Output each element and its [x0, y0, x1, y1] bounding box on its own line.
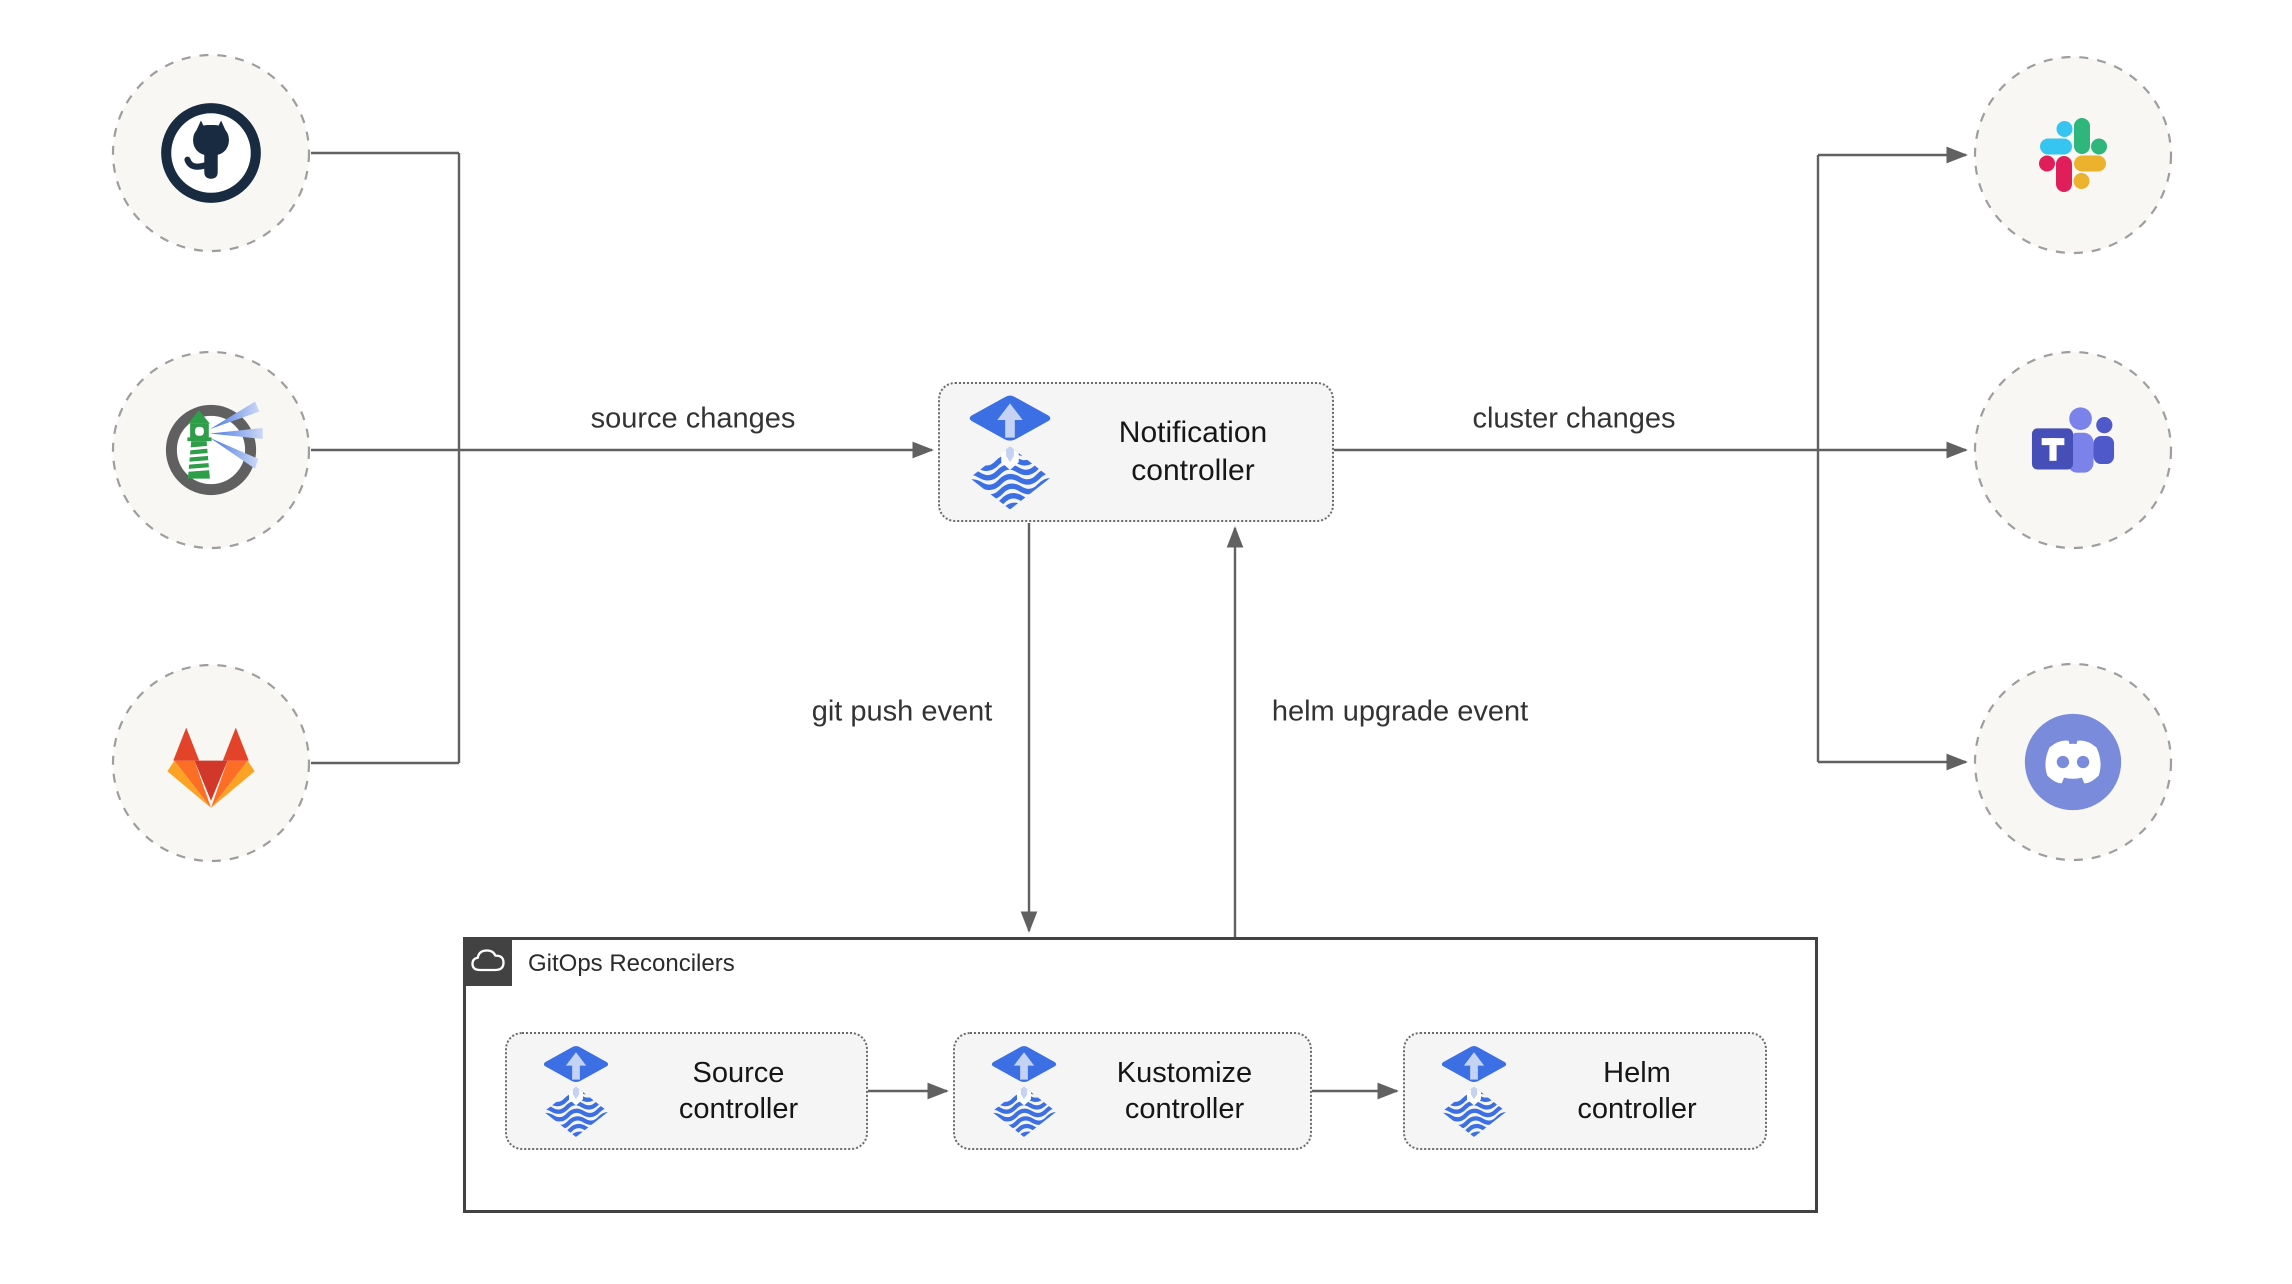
edge-label-helm-upgrade-event: helm upgrade event	[1271, 695, 1529, 728]
edge-label-git-push-event: git push event	[811, 695, 993, 728]
discord-icon	[2024, 713, 2122, 811]
flux-icon	[966, 392, 1054, 513]
source-controller-label: Source controller	[678, 1057, 799, 1125]
notification-controller-box: Notification controller	[938, 382, 1334, 522]
helm-controller-label: Helm controller	[1577, 1057, 1697, 1125]
node-github	[111, 53, 311, 253]
helm-controller-box: Helm controller	[1403, 1032, 1767, 1150]
node-discord	[1973, 662, 2173, 862]
gitops-reconcilers-group: GitOps Reconcilers	[463, 937, 1818, 1213]
ms-teams-icon	[2031, 407, 2115, 473]
cloud-icon	[470, 948, 505, 971]
kustomize-controller-box: Kustomize controller	[953, 1032, 1312, 1150]
edge-label-source-changes: source changes	[590, 402, 796, 435]
edge-label-cluster-changes: cluster changes	[1472, 402, 1676, 435]
gitlab-icon	[167, 727, 255, 808]
source-controller-box: Source controller	[505, 1032, 868, 1150]
gitops-group-title: GitOps Reconcilers	[528, 950, 735, 977]
node-ms-teams	[1973, 350, 2173, 550]
slack-icon	[2039, 118, 2107, 192]
node-gitlab	[111, 663, 311, 863]
flux-icon	[1439, 1043, 1509, 1140]
github-icon	[155, 97, 267, 209]
harbor-icon	[156, 395, 266, 505]
kustomize-controller-label: Kustomize controller	[1116, 1057, 1253, 1125]
flux-icon	[541, 1043, 611, 1140]
gitops-corner-badge	[463, 937, 512, 986]
node-harbor	[111, 350, 311, 550]
node-slack	[1973, 55, 2173, 255]
notification-controller-label: Notification controller	[1118, 416, 1268, 487]
flux-icon	[989, 1043, 1059, 1140]
